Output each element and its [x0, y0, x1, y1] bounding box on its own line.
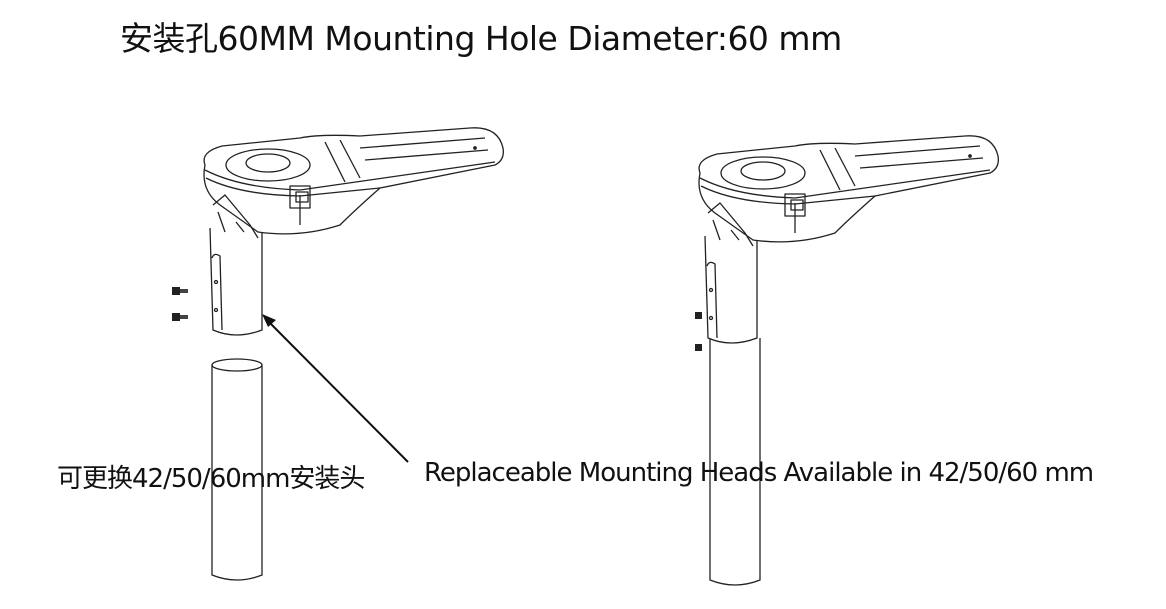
lamp-detached-from-pole	[172, 127, 504, 581]
page-title: 安装孔60MM Mounting Hole Diameter:60 mm	[120, 19, 842, 58]
screw-icon	[172, 287, 188, 321]
screw-icon	[695, 312, 702, 351]
pole-2	[709, 338, 761, 586]
lamp-mounted-on-pole	[695, 135, 999, 586]
caption-chinese: 可更换42/50/60mm安装头	[57, 464, 365, 494]
pointer-arrow	[264, 317, 409, 463]
caption-english: Replaceable Mounting Heads Available in …	[424, 458, 1094, 488]
